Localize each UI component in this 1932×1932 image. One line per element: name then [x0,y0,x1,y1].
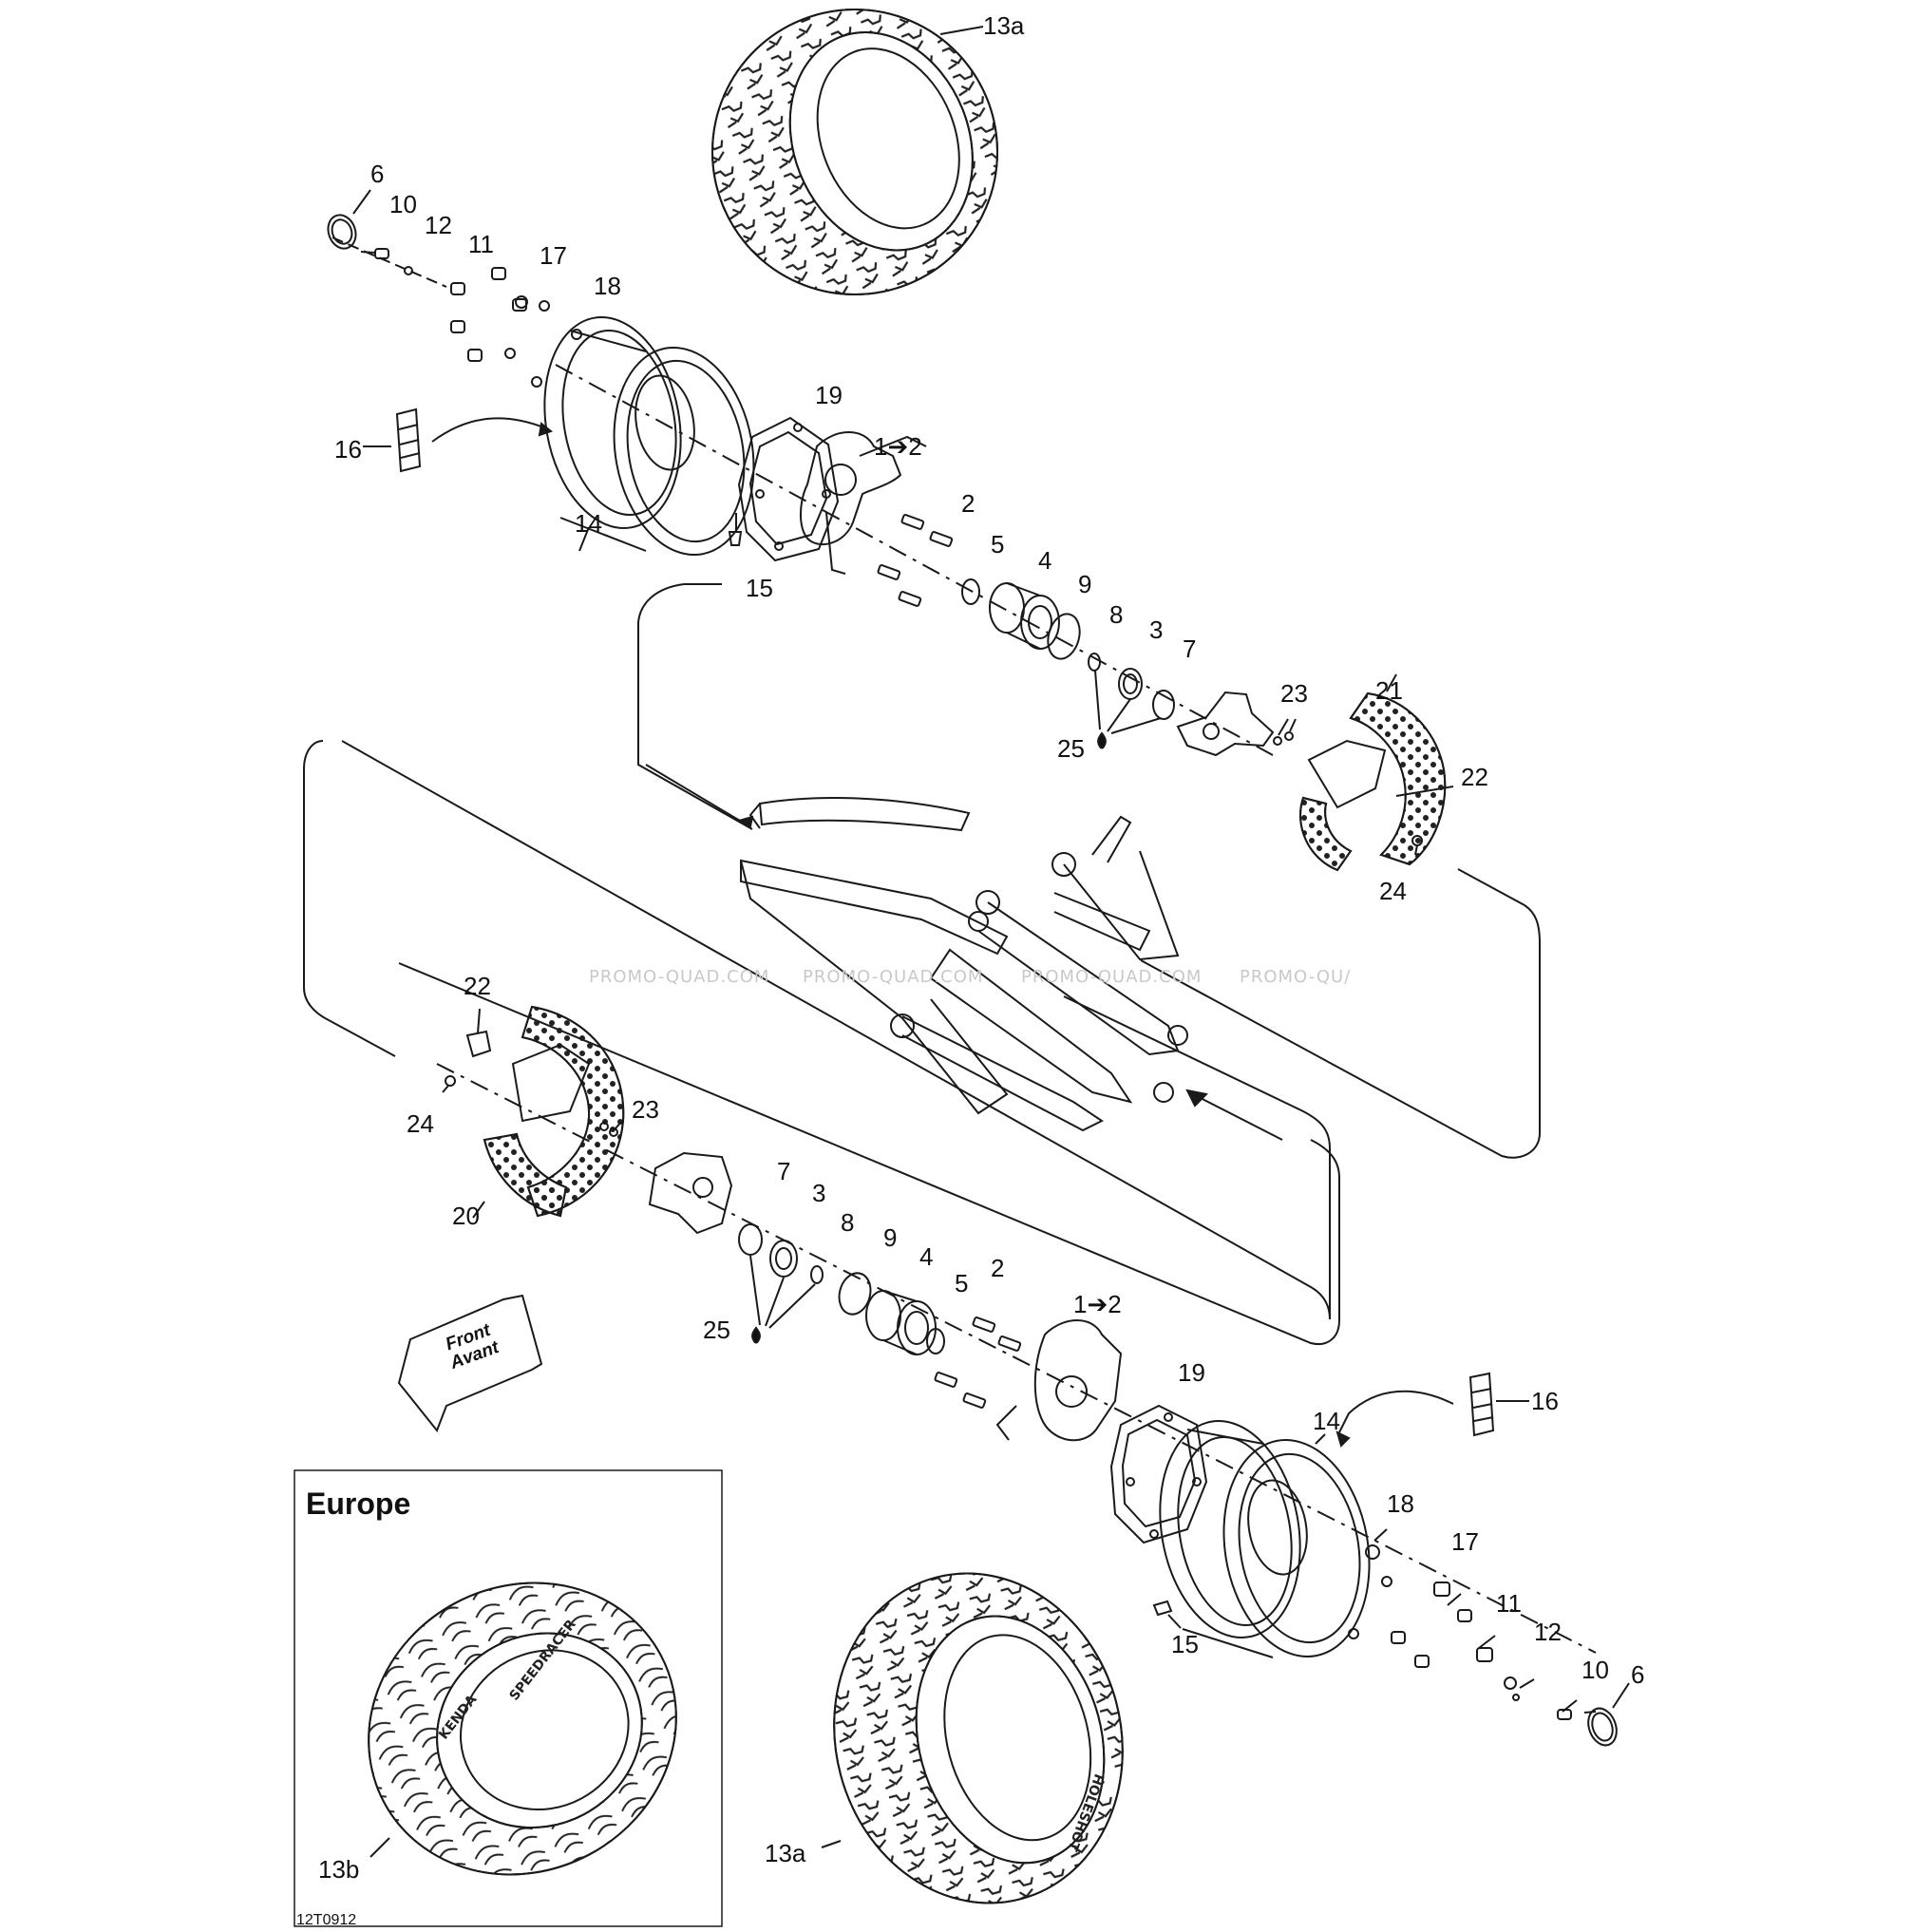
wheel-rim-14-bottom [1159,1420,1371,1658]
bearing-4-bottom [865,1290,937,1355]
tire-13a-bottom [833,1572,1124,1904]
inner-knuckle-bottom [648,1151,733,1235]
suspension-arms [740,797,1188,1132]
callout-5-bottom: 5 [955,1269,969,1297]
watermark-text: PROMO-QUAD.COM [589,967,770,987]
callout-6-bottom: 6 [1631,1660,1645,1689]
brake-disc-21 [1299,691,1447,872]
callout-9-bottom: 9 [883,1223,898,1252]
hub-knuckle-1-top [799,431,927,575]
callout-17-bottom: 17 [1451,1527,1479,1556]
callout-25-bottom: 25 [703,1316,730,1344]
callout-18-top: 18 [594,272,621,300]
callout-17-top: 17 [540,241,567,270]
callout-15-bottom: 15 [1171,1630,1199,1658]
europe-inset-frame [294,1469,723,1927]
callout-12-top: 12 [425,211,452,239]
callout-16-top: 16 [334,435,362,464]
callout-7-bottom: 7 [777,1157,791,1185]
callout-8-bottom: 8 [841,1208,855,1237]
bracket-frame-upper [637,583,753,830]
hub-fasteners-bottom [1348,1544,1597,1720]
callout-10-bottom: 10 [1582,1656,1609,1684]
watermark-text: PROMO-QUAD.COM [803,967,984,987]
watermark-text: PROMO-QUAD.COM [1021,967,1203,987]
callout-12-bottom: 12 [1534,1618,1562,1646]
hub-knuckle-1-bottom [995,1319,1123,1442]
callout-20: 20 [452,1202,480,1230]
callout-11-top: 11 [468,230,494,258]
callout-19-top: 19 [815,381,843,409]
bracket-frame-lower [303,740,396,1057]
callout-3-bottom: 3 [812,1179,826,1207]
callout-9-top: 9 [1078,570,1092,598]
callout-14-top: 14 [575,509,602,538]
callout-25-top: 25 [1057,734,1085,763]
callout-6-top: 6 [370,160,385,188]
callout-22-top: 22 [1461,763,1488,791]
callout-2-bottom: 2 [991,1254,1005,1282]
callout-1to2-top: 1➔2 [874,432,922,461]
callout-1to2-bottom: 1➔2 [1073,1290,1122,1318]
callout-10-top: 10 [389,190,417,218]
callout-8-top: 8 [1109,600,1124,629]
callout-13b: 13b [318,1855,360,1884]
reference-code: 12T0912 [296,1912,357,1928]
callout-24-top: 24 [1379,877,1407,905]
callout-13a-top: 13a [983,11,1025,40]
inset-title: Europe [306,1487,411,1521]
tire-13a-top [711,9,998,296]
callout-15-top: 15 [746,574,773,602]
callout-2-top: 2 [961,489,975,518]
callout-18-bottom: 18 [1387,1489,1414,1518]
callout-3-top: 3 [1149,616,1164,644]
callout-22-bottom: 22 [464,972,491,1000]
tire-13b-europe [368,1582,677,1876]
callout-7-top: 7 [1183,635,1197,663]
callout-16-bottom: 16 [1531,1387,1559,1415]
callout-21: 21 [1375,676,1403,705]
callout-23-top: 23 [1280,679,1308,708]
front-direction-arrow [397,1294,543,1432]
wheel-weights-16-bottom [1468,1372,1495,1437]
brake-disc-19-bottom [1109,1404,1208,1544]
watermark-text: PROMO-QU/ [1240,967,1352,987]
callout-24-bottom: 24 [407,1109,434,1138]
callout-4-bottom: 4 [919,1242,934,1271]
brake-disc-19-top [737,416,840,562]
wheel-rim-14-top [543,316,755,557]
callout-11-bottom: 11 [1496,1589,1522,1618]
callout-5-top: 5 [991,530,1005,559]
wheel-weights-16-top [395,407,422,473]
callout-13a-bottom: 13a [765,1839,806,1867]
callout-19-bottom: 19 [1178,1358,1205,1387]
brake-disc-20 [483,1005,625,1218]
callout-23-bottom: 23 [632,1095,659,1124]
callout-14-bottom: 14 [1313,1407,1340,1435]
bearing-4-top [989,582,1060,650]
inner-knuckle-top [1176,691,1275,757]
callout-4-top: 4 [1038,546,1052,575]
